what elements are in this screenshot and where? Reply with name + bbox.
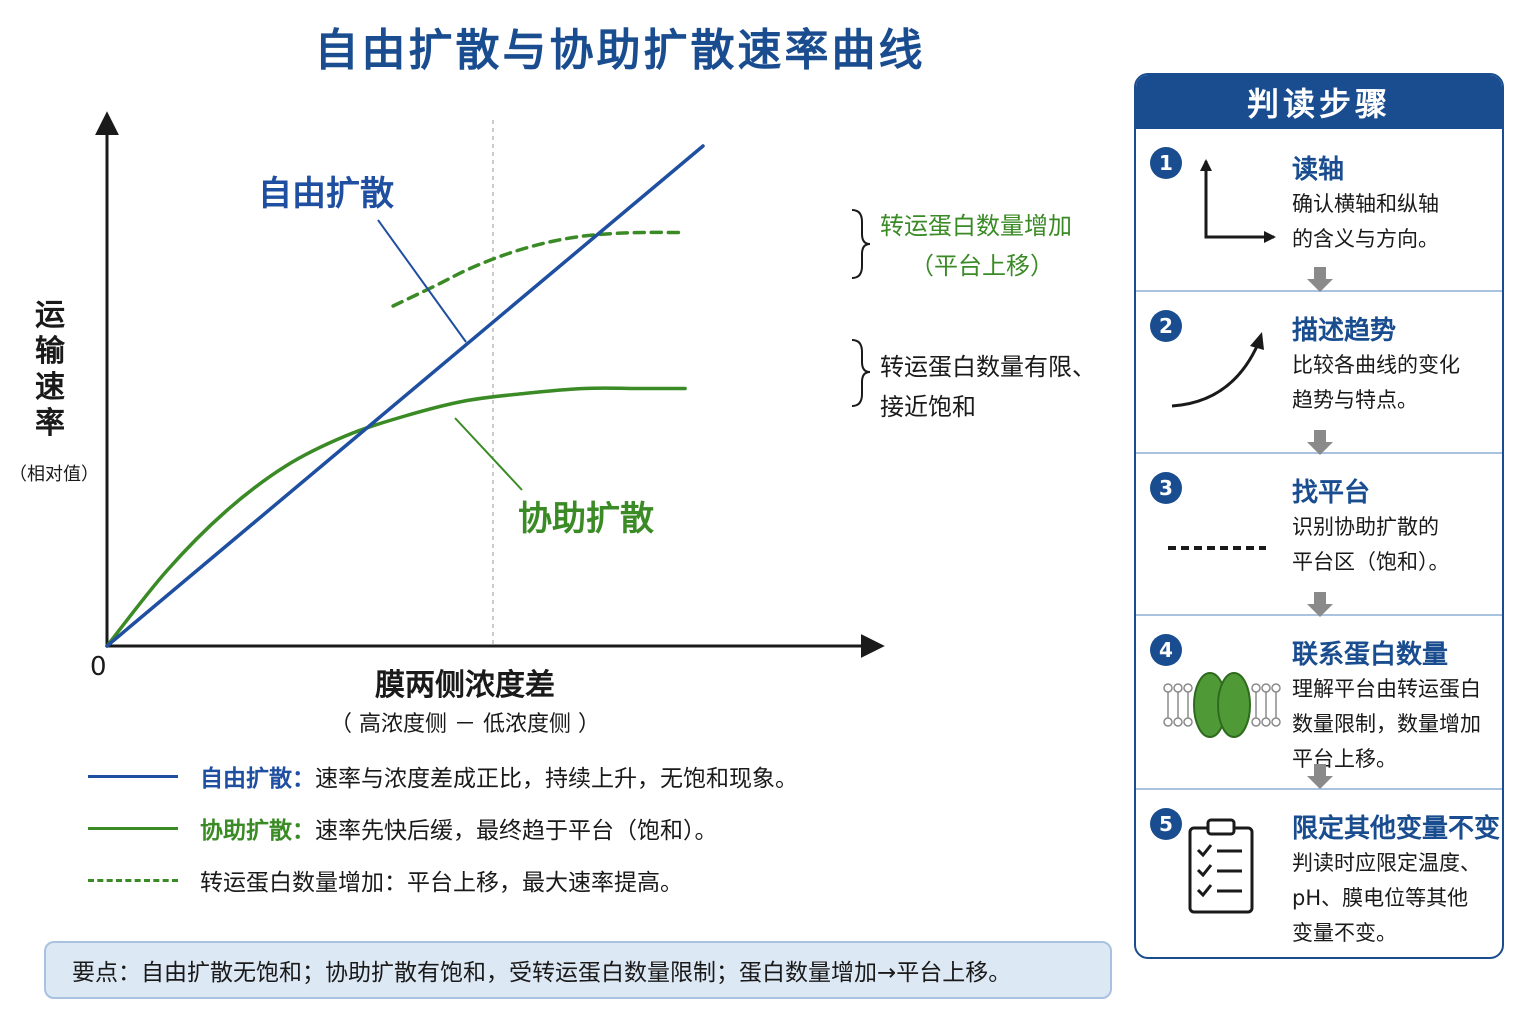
step-title: 找平台 — [1292, 478, 1371, 508]
legend-swatch-increased — [88, 878, 178, 882]
step-description: 识别协助扩散的 平台区（饱和）。 — [1292, 515, 1450, 574]
step-number: 4 — [1150, 634, 1182, 666]
step-title: 联系蛋白数量 — [1292, 640, 1449, 670]
free-label-pointer — [377, 219, 467, 343]
series-line-2 — [391, 230, 687, 308]
axes-icon — [1200, 159, 1276, 243]
upper-annotation-line1: 转运蛋白数量增加 — [880, 212, 1072, 240]
step-title: 描述趋势 — [1292, 316, 1397, 346]
y-axis-label-char-2: 速 — [35, 370, 65, 405]
down-arrow-icon — [1307, 764, 1333, 789]
step-number: 3 — [1150, 472, 1182, 504]
keypoint-text: 要点：自由扩散无饱和；协助扩散有饱和，受转运蛋白数量限制；蛋白数量增加→平台上移… — [72, 960, 1012, 986]
legend-text-increased: 转运蛋白数量增加：平台上移，最大速率提高。 — [200, 870, 683, 896]
steps-panel: 判读步骤 1 读轴 确认横轴和纵轴 的含义与方向。 2 描述趋势 比较各曲线的变… — [1134, 73, 1504, 959]
legend-swatch-facilitated — [88, 826, 178, 830]
step-1: 1 读轴 确认横轴和纵轴 的含义与方向。 — [1136, 129, 1502, 292]
step-2: 2 描述趋势 比较各曲线的变化 趋势与特点。 — [1136, 292, 1502, 455]
checklist-icon — [1188, 818, 1254, 914]
down-arrow-icon — [1307, 592, 1333, 617]
rate-chart: 自由扩散 协助扩散 转运蛋白数量增加 （平台上移） 转运蛋白数量有限、 接近饱和 — [95, 111, 1096, 658]
legend-swatch-free — [88, 774, 178, 778]
upper-annotation-line2: （平台上移） — [910, 252, 1054, 280]
keypoint-box: 要点：自由扩散无饱和；协助扩散有饱和，受转运蛋白数量限制；蛋白数量增加→平台上移… — [44, 941, 1112, 999]
step-4: 4 联系蛋白数量 理解平台由转运蛋白 数量限制，数量增加 平台上移。 — [1136, 616, 1502, 790]
down-arrow-icon — [1307, 430, 1333, 455]
legend-item-increased: 转运蛋白数量增加：平台上移，最大速率提高。 — [88, 860, 683, 900]
legend-item-free: 自由扩散： 速率与浓度差成正比，持续上升，无饱和现象。 — [88, 756, 798, 796]
lower-annotation-line2: 接近饱和 — [880, 393, 976, 421]
y-axis-label-char-1: 输 — [35, 334, 65, 369]
step-number: 1 — [1150, 147, 1182, 179]
y-axis-sublabel: （相对值） — [9, 464, 99, 485]
page-title: 自由扩散与协助扩散速率曲线 — [314, 25, 926, 76]
legend-text-free: 速率与浓度差成正比，持续上升，无饱和现象。 — [315, 766, 798, 792]
membrane-protein-icon — [1163, 672, 1281, 738]
steps-panel-title: 判读步骤 — [1136, 75, 1502, 129]
legend-item-facilitated: 协助扩散： 速率先快后缓，最终趋于平台（饱和）。 — [88, 808, 718, 848]
y-axis-label: 运输速率 — [30, 298, 70, 442]
step-number: 5 — [1150, 808, 1182, 840]
step-title: 限定其他变量不变 — [1292, 814, 1501, 844]
free-diffusion-label: 自由扩散 — [258, 174, 394, 214]
lower-brace — [851, 339, 871, 407]
step-3: 3 找平台 识别协助扩散的 平台区（饱和）。 — [1136, 454, 1502, 617]
facilitated-label-pointer — [454, 417, 523, 491]
dashed-line-icon — [1168, 546, 1266, 550]
lower-annotation-line1: 转运蛋白数量有限、 — [880, 353, 1096, 381]
x-axis-sublabel: （ 高浓度侧 － 低浓度侧 ） — [330, 712, 600, 737]
step-description: 判读时应限定温度、 pH、膜电位等其他 变量不变。 — [1292, 851, 1481, 945]
facilitated-diffusion-label: 协助扩散 — [518, 499, 654, 539]
series-line-0 — [105, 144, 705, 648]
x-axis-label: 膜两侧浓度差 — [375, 668, 555, 703]
down-arrow-icon — [1307, 267, 1333, 292]
origin-tick-label: 0 — [90, 652, 107, 682]
legend-name-free: 自由扩散： — [200, 766, 315, 792]
step-number: 2 — [1150, 310, 1182, 342]
step-description: 理解平台由转运蛋白 数量限制，数量增加 平台上移。 — [1292, 677, 1481, 771]
step-5: 5 限定其他变量不变 判读时应限定温度、 pH、膜电位等其他 变量不变。 — [1136, 790, 1502, 957]
trend-arrow-icon — [1171, 332, 1264, 408]
step-title: 读轴 — [1292, 155, 1345, 185]
series-line-1 — [105, 386, 687, 648]
step-description: 确认横轴和纵轴 的含义与方向。 — [1292, 192, 1439, 251]
upper-brace — [851, 209, 871, 279]
y-axis-label-char-3: 率 — [35, 406, 65, 441]
legend-text-facilitated: 速率先快后缓，最终趋于平台（饱和）。 — [315, 818, 718, 844]
y-axis-label-char-0: 运 — [35, 298, 65, 333]
step-description: 比较各曲线的变化 趋势与特点。 — [1292, 353, 1460, 412]
legend-name-facilitated: 协助扩散： — [200, 818, 315, 844]
